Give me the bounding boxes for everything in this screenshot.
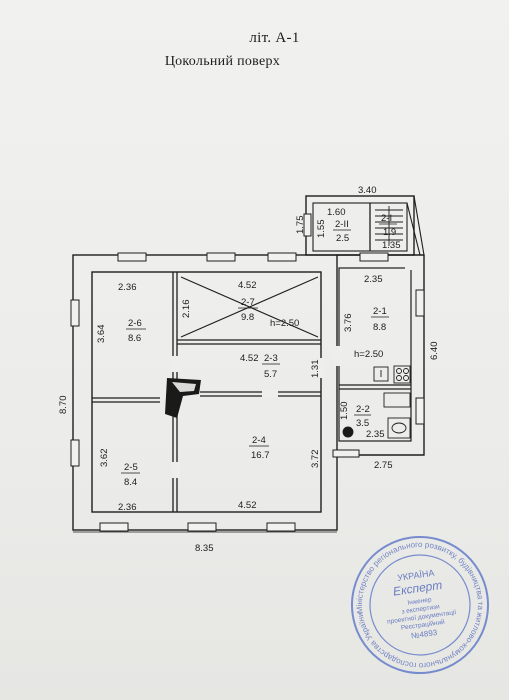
room-2-4-width: 4.52 — [238, 500, 257, 511]
dim-right-bottom: 2.75 — [374, 460, 393, 471]
room-2-3-id: 2-3 — [264, 353, 278, 364]
dim-top-annex: 3.40 — [358, 185, 377, 196]
stove-symbol — [165, 378, 201, 418]
room-2-4-id: 2-4 — [252, 435, 266, 446]
room-2-6-height: 3.64 — [96, 325, 107, 344]
room-2-7-id: 2-7 — [241, 297, 255, 308]
bathroom-fixtures — [342, 392, 411, 439]
room-2-II-width: 1.60 — [327, 207, 346, 218]
stamp-line-3: Інженер — [407, 596, 432, 606]
room-2-5-id: 2-5 — [124, 462, 138, 473]
kitchen-fixtures — [373, 365, 411, 384]
room-2-2-height: 1.50 — [339, 402, 350, 421]
drawing-title: літ. А-1 — [249, 30, 300, 46]
room-2-3-height: 1.31 — [310, 360, 321, 379]
dim-right-height: 6.40 — [429, 342, 440, 361]
room-2-2-width: 2.35 — [366, 429, 385, 440]
room-2-3-area: 5.7 — [264, 369, 277, 380]
stamp-line-7: №4893 — [410, 628, 438, 641]
room-2-7-width: 4.52 — [238, 280, 257, 291]
room-labels: 2.36 3.64 2-6 8.6 4.52 2.16 2-7 9.8 h=2.… — [96, 207, 401, 513]
dimension-lines — [73, 195, 414, 533]
dim-total-height: 8.70 — [58, 396, 69, 415]
room-2-5-height: 3.62 — [99, 449, 110, 468]
room-2-5-width: 2.36 — [118, 502, 137, 513]
room-2-I-area: 1.9 — [383, 227, 396, 238]
dim-annex-left: 1.75 — [295, 216, 306, 235]
room-2-2-area: 3.5 — [356, 418, 369, 429]
room-2-4-height: 3.72 — [310, 450, 321, 469]
room-2-7-area: 9.8 — [241, 312, 254, 323]
room-2-2-id: 2-2 — [356, 404, 370, 415]
stamp-ring-text: Міністерство регіонального розвитку, буд… — [0, 0, 493, 700]
overall-dimensions: 3.40 1.75 8.35 8.70 6.40 2.75 — [58, 185, 440, 554]
room-2-1-id: 2-1 — [373, 306, 387, 317]
stamp-line-2: Експерт — [392, 578, 443, 599]
room-2-4-area: 16.7 — [251, 450, 270, 461]
room-2-7-cross — [180, 276, 319, 338]
room-2-7-ceiling: h=2.50 — [270, 318, 299, 329]
room-2-6-area: 8.6 — [128, 333, 141, 344]
svg-text:Міністерство регіонального роз: Міністерство регіонального розвитку, буд… — [0, 0, 493, 700]
floor-name: Цокольний поверх — [164, 54, 281, 69]
official-stamp: Міністерство регіонального розвитку, буд… — [0, 0, 493, 700]
room-2-1-width: 2.35 — [364, 274, 383, 285]
dim-total-width: 8.35 — [195, 543, 214, 554]
room-2-1-height: 3.76 — [343, 314, 354, 333]
stairs-symbol — [375, 206, 403, 246]
room-2-3-width: 4.52 — [240, 353, 259, 364]
room-2-I-id: 2-I — [381, 213, 392, 224]
room-2-II-area: 2.5 — [336, 233, 349, 244]
doorways — [171, 260, 413, 478]
room-2-7-height: 2.16 — [181, 300, 192, 319]
room-2-1-ceiling: h=2.50 — [354, 349, 383, 360]
room-2-6-width: 2.36 — [118, 282, 137, 293]
windows — [70, 213, 425, 532]
room-2-5-area: 8.4 — [124, 477, 137, 488]
room-2-6-id: 2-6 — [128, 318, 142, 329]
room-2-II-height: 1.55 — [316, 220, 327, 239]
room-2-I-width: 1.35 — [382, 240, 401, 251]
room-2-1-area: 8.8 — [373, 322, 386, 333]
room-2-II-id: 2-II — [335, 219, 349, 230]
